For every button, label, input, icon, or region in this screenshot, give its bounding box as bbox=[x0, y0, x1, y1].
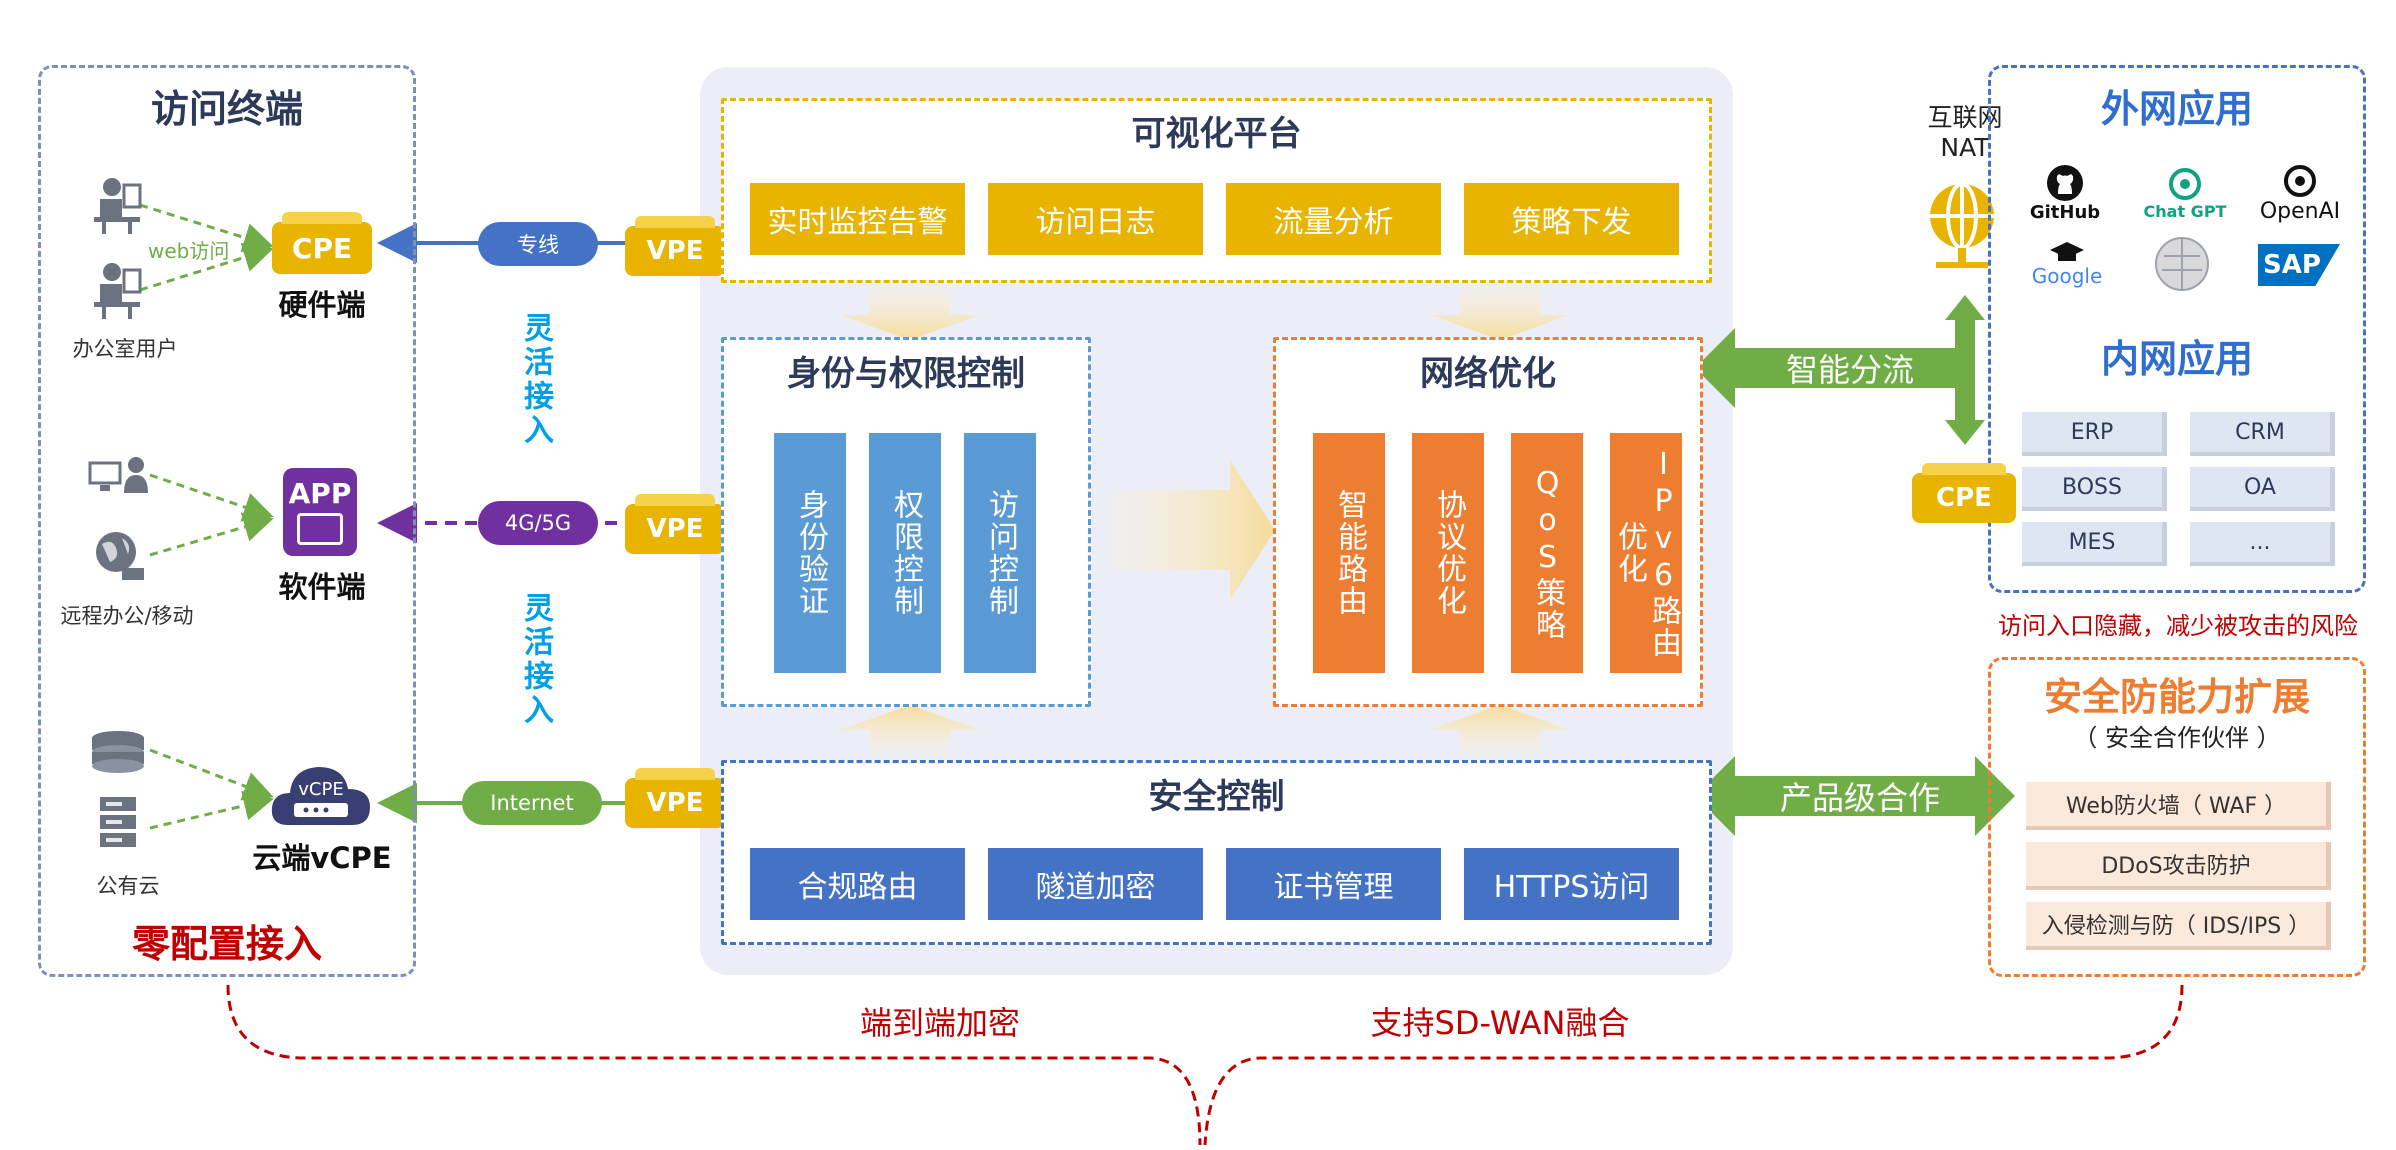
internal-apps-title: 内网应用 bbox=[2100, 336, 2253, 381]
dedicated-line-pill: 专线 bbox=[478, 222, 598, 266]
security-ext-panel bbox=[1988, 657, 2366, 977]
platform-item-policy: 策略下发 bbox=[1464, 183, 1679, 255]
e2e-encryption-label: 端到端加密 bbox=[859, 1004, 1020, 1042]
security-ext-ids: 入侵检测与防（ IDS/IPS ） bbox=[2026, 902, 2331, 950]
internal-app-crm: CRM bbox=[2190, 412, 2335, 456]
internet-pill: Internet bbox=[462, 781, 602, 825]
computer-user-icon bbox=[88, 457, 148, 493]
app-phone-icon: APP bbox=[283, 468, 357, 556]
vcpe-cloud-icon: vCPE bbox=[268, 755, 374, 831]
network-item-ipv6: IPv6路由优化 bbox=[1610, 433, 1682, 673]
identity-title: 身份与权限控制 bbox=[787, 353, 1025, 394]
network-item-qos: QoS策略 bbox=[1511, 433, 1583, 673]
security-item-certificate: 证书管理 bbox=[1226, 848, 1441, 920]
security-ext-waf: Web防火墙（ WAF ） bbox=[2026, 782, 2331, 830]
platform-title: 可视化平台 bbox=[1131, 113, 1302, 154]
public-cloud-label: 公有云 bbox=[96, 874, 160, 898]
server-icon bbox=[100, 797, 136, 847]
platform-item-monitoring: 实时监控告警 bbox=[750, 183, 965, 255]
nat-line2: NAT bbox=[1940, 133, 1990, 162]
vcpe-icon-label: vCPE bbox=[298, 779, 344, 800]
software-label: 软件端 bbox=[278, 570, 366, 604]
hardware-label: 硬件端 bbox=[278, 288, 366, 322]
smart-split-label: 智能分流 bbox=[1785, 351, 1914, 389]
app-label: APP bbox=[288, 477, 352, 510]
terminal-panel bbox=[38, 65, 416, 977]
database-icon bbox=[92, 731, 144, 773]
office-user-icon bbox=[94, 263, 142, 319]
cpe-right-icon: CPE bbox=[1912, 463, 2016, 523]
hidden-entry-note: 访问入口隐藏，减少被攻击的风险 bbox=[1998, 611, 2358, 640]
web-access-label: web访问 bbox=[148, 239, 230, 263]
openai-logo: OpenAI bbox=[2250, 160, 2350, 226]
globe-user-icon bbox=[96, 532, 144, 580]
identity-item-auth: 身份验证 bbox=[774, 433, 846, 673]
vpe-icon: VPE bbox=[625, 768, 725, 828]
network-item-smart-routing: 智能路由 bbox=[1313, 433, 1385, 673]
cpe-hardware-icon: CPE bbox=[272, 212, 372, 274]
mobile-network-pill: 4G/5G bbox=[478, 501, 598, 545]
internal-app-mes: MES bbox=[2022, 522, 2167, 566]
google-logo: Google bbox=[2022, 235, 2112, 295]
flexible-access-label: 灵活接入 bbox=[518, 312, 553, 448]
chatgpt-logo: Chat GPT bbox=[2130, 160, 2240, 226]
identity-item-access: 访问控制 bbox=[964, 433, 1036, 673]
cloud-vcpe-label: 云端vCPE bbox=[252, 841, 392, 875]
product-coop-label: 产品级合作 bbox=[1779, 779, 1940, 817]
remote-office-label: 远程办公/移动 bbox=[60, 604, 194, 628]
security-ext-title: 安全防能力扩展 bbox=[2043, 674, 2310, 719]
security-title: 安全控制 bbox=[1148, 776, 1285, 817]
flexible-access-label: 灵活接入 bbox=[518, 592, 553, 728]
sdwan-label: 支持SD-WAN融合 bbox=[1370, 1004, 1630, 1042]
internal-app-boss: BOSS bbox=[2022, 467, 2167, 511]
security-ext-ddos: DDoS攻击防护 bbox=[2026, 842, 2331, 890]
network-item-protocol: 协议优化 bbox=[1412, 433, 1484, 673]
platform-item-traffic-analysis: 流量分析 bbox=[1226, 183, 1441, 255]
internal-app-erp: ERP bbox=[2022, 412, 2167, 456]
identity-item-permission: 权限控制 bbox=[869, 433, 941, 673]
security-item-tunnel: 隧道加密 bbox=[988, 848, 1203, 920]
security-item-compliance-routing: 合规路由 bbox=[750, 848, 965, 920]
vpe-icon: VPE bbox=[625, 216, 725, 276]
internet-globe-icon bbox=[1930, 182, 1994, 268]
vpe-icon: VPE bbox=[625, 494, 725, 554]
terminal-title: 访问终端 bbox=[150, 86, 303, 131]
internal-app-more: ... bbox=[2190, 522, 2335, 566]
security-ext-subtitle: （ 安全合作伙伴 ） bbox=[2073, 723, 2281, 752]
internal-app-oa: OA bbox=[2190, 467, 2335, 511]
network-title: 网络优化 bbox=[1420, 353, 1556, 394]
external-apps-title: 外网应用 bbox=[2100, 86, 2253, 131]
wikipedia-globe-icon bbox=[2155, 237, 2209, 291]
office-user-icon bbox=[94, 178, 142, 234]
zero-config-label: 零配置接入 bbox=[131, 921, 322, 966]
apps-panel bbox=[1988, 65, 2366, 593]
github-logo: GitHub bbox=[2025, 160, 2105, 226]
security-item-https: HTTPS访问 bbox=[1464, 848, 1679, 920]
platform-item-access-log: 访问日志 bbox=[988, 183, 1203, 255]
sap-logo: SAP bbox=[2258, 244, 2340, 286]
office-users-label: 办公室用户 bbox=[72, 337, 178, 361]
